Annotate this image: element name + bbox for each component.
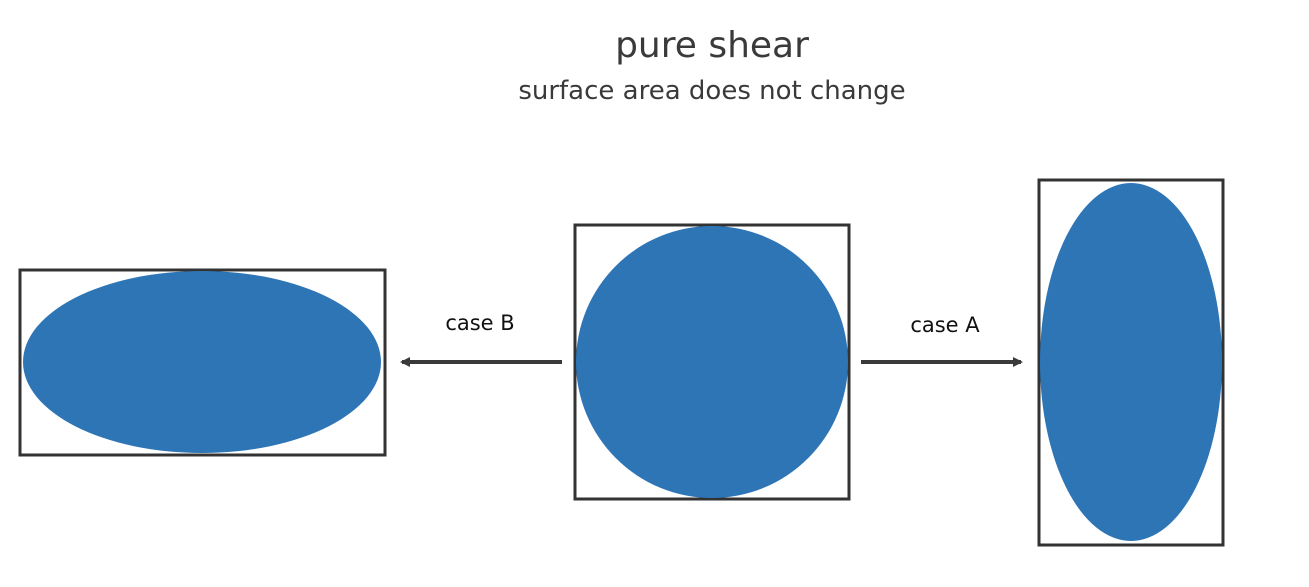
- original-frame: [573, 223, 851, 501]
- original-shape: [573, 223, 851, 501]
- case-a-ellipse: [1040, 183, 1222, 541]
- case-b-shape: [18, 268, 387, 457]
- case-a-label: case A: [910, 313, 980, 337]
- case-a-shape: [1037, 178, 1225, 547]
- diagram-subtitle: surface area does not change: [518, 76, 906, 106]
- case-b-ellipse: [23, 271, 381, 453]
- case-b-label: case B: [445, 311, 514, 335]
- original-circle: [576, 226, 848, 498]
- case-b-frame: [18, 268, 387, 457]
- diagram-title: pure shear: [615, 25, 809, 66]
- case-a-frame: [1037, 178, 1225, 547]
